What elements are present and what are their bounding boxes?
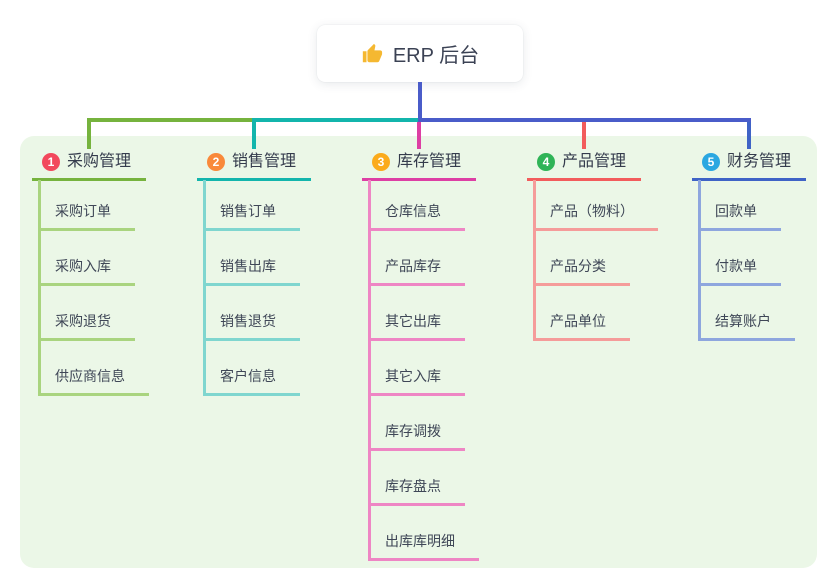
- trunk-segment-blue: [418, 118, 751, 122]
- branch-rail-line: [38, 180, 41, 396]
- branch-drop-line: [747, 122, 751, 149]
- branch-topic[interactable]: 2 销售管理: [197, 148, 311, 181]
- root-connector-line: [418, 82, 422, 120]
- branch-label: 采购管理: [67, 153, 132, 170]
- branch-drop-line: [417, 122, 421, 149]
- branch-drop-line: [582, 122, 586, 149]
- child-topic[interactable]: 产品库存: [368, 256, 465, 286]
- child-topic[interactable]: 销售出库: [203, 256, 300, 286]
- branch-topic[interactable]: 4 产品管理: [527, 148, 641, 181]
- child-topic[interactable]: 库存调拨: [368, 421, 465, 451]
- branch-drop-line: [252, 122, 256, 149]
- branch-label: 销售管理: [232, 153, 297, 170]
- branch-topic[interactable]: 1 采购管理: [32, 148, 146, 181]
- branch-topic[interactable]: 5 财务管理: [692, 148, 806, 181]
- branch-drop-line: [87, 122, 91, 149]
- branch-label: 产品管理: [562, 153, 627, 170]
- child-topic[interactable]: 采购退货: [38, 311, 135, 341]
- child-topic[interactable]: 结算账户: [698, 311, 795, 341]
- branch-number-badge: 1: [42, 153, 60, 171]
- branch-rail-line: [368, 180, 371, 561]
- branch-label: 财务管理: [727, 153, 792, 170]
- branch-number-badge: 3: [372, 153, 390, 171]
- branch-rail-line: [533, 180, 536, 341]
- branch-number-badge: 4: [537, 153, 555, 171]
- trunk-segment-green: [87, 118, 252, 122]
- branch-number-badge: 5: [702, 153, 720, 171]
- child-topic[interactable]: 其它出库: [368, 311, 465, 341]
- child-topic[interactable]: 采购入库: [38, 256, 135, 286]
- child-topic[interactable]: 付款单: [698, 256, 781, 286]
- root-label: ERP 后台: [392, 45, 480, 67]
- root-node[interactable]: ERP 后台: [317, 25, 523, 82]
- branch-rail-line: [203, 180, 206, 396]
- trunk-segment-teal: [252, 118, 418, 122]
- child-topic[interactable]: 客户信息: [203, 366, 300, 396]
- branch-number-badge: 2: [207, 153, 225, 171]
- child-topic[interactable]: 产品单位: [533, 311, 630, 341]
- branches-panel: [20, 136, 817, 568]
- child-topic[interactable]: 采购订单: [38, 201, 135, 231]
- branch-label: 库存管理: [397, 153, 462, 170]
- child-topic[interactable]: 库存盘点: [368, 476, 465, 506]
- child-topic[interactable]: 销售订单: [203, 201, 300, 231]
- child-topic[interactable]: 产品（物料）: [533, 201, 658, 231]
- child-topic[interactable]: 销售退货: [203, 311, 300, 341]
- child-topic[interactable]: 产品分类: [533, 256, 630, 286]
- child-topic[interactable]: 仓库信息: [368, 201, 465, 231]
- thumbs-up-icon: [361, 43, 383, 65]
- branch-rail-line: [698, 180, 701, 341]
- child-topic[interactable]: 其它入库: [368, 366, 465, 396]
- branch-topic[interactable]: 3 库存管理: [362, 148, 476, 181]
- child-topic[interactable]: 出库库明细: [368, 531, 479, 561]
- child-topic[interactable]: 供应商信息: [38, 366, 149, 396]
- child-topic[interactable]: 回款单: [698, 201, 781, 231]
